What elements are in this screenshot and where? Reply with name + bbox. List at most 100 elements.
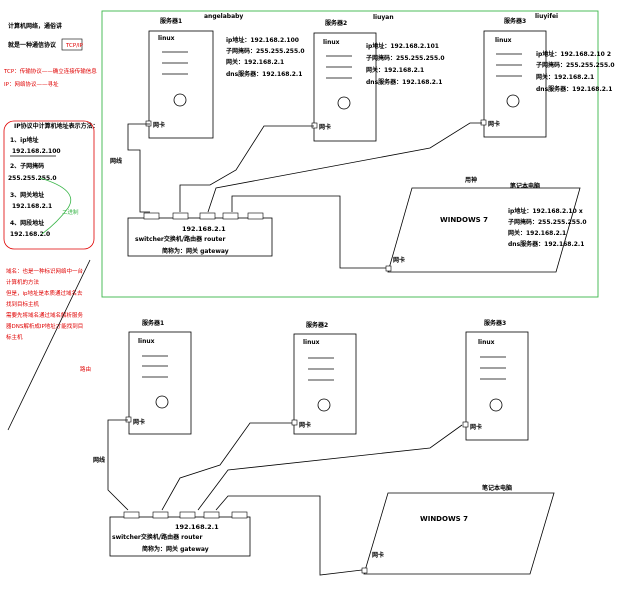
server-ip: ip地址：192.168.2.100 xyxy=(226,36,299,44)
nic-label: 网卡 xyxy=(299,421,311,429)
ip-methods-title: IP协议中计算机地址表示方法： xyxy=(14,122,99,130)
server-dns: dns服务器：192.168.2.1 xyxy=(536,85,612,93)
server-case xyxy=(128,331,192,435)
server-dns: dns服务器：192.168.2.1 xyxy=(226,70,302,78)
cable-label: 网线 xyxy=(93,456,105,464)
server-case xyxy=(148,30,214,139)
router-port xyxy=(179,511,196,519)
router-port xyxy=(247,212,264,220)
nic-port xyxy=(145,120,152,127)
server-gateway: 网关：192.168.2.1 xyxy=(226,58,284,66)
server-dns: dns服务器：192.168.2.1 xyxy=(366,78,442,86)
nic-port xyxy=(125,416,132,423)
server-mask: 子网掩码：255.255.255.0 xyxy=(536,61,615,69)
laptop-owner: 用神 xyxy=(464,176,477,184)
router-port xyxy=(172,212,189,220)
server-title: 服务器3 xyxy=(504,17,526,25)
bottom-router: 192.168.2.1 switcher交换机/路由器 router 简称为：网… xyxy=(109,511,251,557)
cable xyxy=(161,422,292,511)
ip-item-1-value: 192.168.2.100 xyxy=(12,148,61,155)
server-gateway: 网关：192.168.2.1 xyxy=(366,66,424,74)
top-server-2: 服务器2 liuyan linux 网卡 ip地址：192.168.2.101 … xyxy=(311,14,445,142)
domain-note-5: 需要先将域名通过域名解析服务 xyxy=(6,311,84,319)
nic-label: 网卡 xyxy=(372,551,384,559)
server-title: 服务器2 xyxy=(325,19,347,27)
cable xyxy=(215,495,363,576)
server-os: linux xyxy=(478,339,495,346)
server-name: angelababy xyxy=(204,13,243,20)
bottom-server-2: 服务器2 linux 网卡 xyxy=(291,321,357,435)
router-port xyxy=(231,511,248,519)
server-ip: ip地址：192.168.2.10 2 xyxy=(536,50,611,58)
server-os: linux xyxy=(495,37,512,44)
nic-port xyxy=(361,567,368,574)
server-case xyxy=(465,331,529,441)
nic-port xyxy=(311,122,318,129)
server-os: linux xyxy=(323,39,340,46)
ip-item-2: 2、子网掩码 xyxy=(10,162,44,170)
top-server-1: 服务器1 angelababy linux 网卡 ip地址：192.168.2.… xyxy=(145,13,305,139)
router-port xyxy=(152,511,169,519)
laptop-os: WINDOWS 7 xyxy=(440,216,488,224)
top-laptop: 用神 笔记本电脑 WINDOWS 7 网卡 ip地址：192.168.2.10 … xyxy=(385,176,587,273)
router-ip: 192.168.2.1 xyxy=(175,523,219,531)
power-button-icon xyxy=(317,398,331,412)
server-os: linux xyxy=(138,338,155,345)
laptop-screen xyxy=(363,492,555,575)
router-port xyxy=(203,511,220,519)
server-os: linux xyxy=(158,35,175,42)
server-title: 服务器3 xyxy=(484,319,506,327)
tcp-note: TCP：传输协议——确立连接传输信息 xyxy=(3,67,97,75)
cable xyxy=(197,424,463,511)
binary-bracket xyxy=(39,177,72,235)
router-alias: 简称为：网关 gateway xyxy=(162,247,229,255)
server-title: 服务器1 xyxy=(142,319,164,327)
misc-red-note: 路由 xyxy=(80,365,91,373)
power-button-icon xyxy=(155,395,169,409)
ip-item-1: 1、ip地址 xyxy=(10,136,39,144)
ip-item-4-value: 192.168.2.0 xyxy=(10,231,50,238)
laptop-gateway: 网关：192.168.2.1 xyxy=(508,229,566,237)
server-title: 服务器1 xyxy=(160,17,182,25)
nic-port xyxy=(291,419,298,426)
router-ip: 192.168.2.1 xyxy=(182,225,226,233)
server-title: 服务器2 xyxy=(306,321,328,329)
power-button-icon xyxy=(173,93,187,107)
router-port xyxy=(143,212,160,220)
server-os: linux xyxy=(303,339,320,346)
connector-line xyxy=(7,259,91,431)
power-button-icon xyxy=(506,94,520,108)
router-port xyxy=(222,212,239,220)
cable xyxy=(179,125,314,212)
bottom-laptop: 笔记本电脑 WINDOWS 7 网卡 xyxy=(361,484,555,575)
bottom-server-1: 服务器1 linux 网卡 xyxy=(125,319,192,435)
bottom-cables: 网线 xyxy=(93,419,463,576)
router-box xyxy=(109,516,251,557)
server-case xyxy=(483,30,547,138)
cable xyxy=(107,419,129,511)
nic-label: 网卡 xyxy=(319,123,331,131)
notes-panel: 计算机网络，通俗讲 就是一种通信协议 TCP/IP TCP：传输协议——确立连接… xyxy=(3,22,99,373)
server-name: liuyifei xyxy=(535,13,558,20)
nic-label: 网卡 xyxy=(488,120,500,128)
nic-label: 网卡 xyxy=(470,423,482,431)
laptop-ip: ip地址：192.168.2.10 x xyxy=(508,207,583,215)
ip-item-4: 4、网段地址 xyxy=(10,219,44,227)
server-case xyxy=(293,333,357,435)
nic-label: 网卡 xyxy=(393,256,405,264)
laptop-title: 笔记本电脑 xyxy=(509,182,540,190)
cable xyxy=(231,195,386,269)
router-label: switcher交换机/路由器 router xyxy=(135,235,225,243)
cable xyxy=(207,122,482,213)
nic-label: 网卡 xyxy=(153,121,165,129)
laptop-title: 笔记本电脑 xyxy=(481,484,512,492)
intro-line-2: 就是一种通信协议 xyxy=(8,41,57,49)
intro-line-1: 计算机网络，通俗讲 xyxy=(8,22,62,30)
router-alias: 简称为：网关 gateway xyxy=(142,545,209,553)
server-gateway: 网关：192.168.2.1 xyxy=(536,73,594,81)
domain-note-1: 域名：也是一种标识网络中一台 xyxy=(6,267,84,275)
ip-note: IP：网络协议——寻址 xyxy=(4,80,59,88)
laptop-os: WINDOWS 7 xyxy=(420,515,468,523)
ip-item-2-value: 255.255.255.0 xyxy=(8,175,57,182)
laptop-screen xyxy=(387,187,581,273)
